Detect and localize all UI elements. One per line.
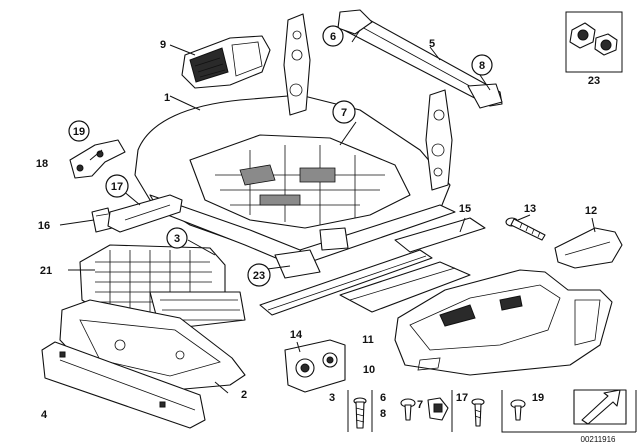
screw-17-icon xyxy=(471,398,485,427)
callout-9[interactable]: 9 xyxy=(160,39,166,51)
legend-numbers: 3 6 8 7 17 19 xyxy=(329,392,544,420)
motor-block-part[interactable] xyxy=(181,35,271,89)
callout-16[interactable]: 16 xyxy=(38,220,50,232)
side-trim-panel-part[interactable] xyxy=(394,269,613,376)
callout-13[interactable]: 13 xyxy=(524,203,536,215)
seat-rail-part[interactable] xyxy=(259,249,471,316)
callout-labels: 9 1 6 5 8 7 23 19 18 17 16 xyxy=(36,11,623,421)
callout-14[interactable]: 14 xyxy=(290,329,303,341)
end-cap-part[interactable] xyxy=(554,227,623,269)
document-id: 00211916 xyxy=(581,435,617,444)
callout-6: 6 xyxy=(330,31,336,43)
callout-7: 7 xyxy=(341,107,347,119)
callout-1[interactable]: 1 xyxy=(164,92,170,104)
callout-17-circle[interactable]: 17 xyxy=(105,174,129,198)
callout-2[interactable]: 2 xyxy=(241,389,247,401)
callout-21[interactable]: 21 xyxy=(40,265,52,277)
bracket-part[interactable] xyxy=(69,139,126,179)
callout-19: 19 xyxy=(73,126,85,138)
leader-lines xyxy=(59,29,596,394)
callout-10[interactable]: 10 xyxy=(363,364,375,376)
callout-23: 23 xyxy=(253,270,265,282)
callout-15[interactable]: 15 xyxy=(459,203,471,215)
bolt-part[interactable] xyxy=(505,217,546,241)
callout-23-top: 23 xyxy=(588,75,600,87)
nut-part[interactable] xyxy=(569,22,618,56)
screw-3-icon xyxy=(353,397,367,429)
screw-6-8-icon xyxy=(400,398,416,421)
callout-18[interactable]: 18 xyxy=(36,158,48,170)
callout-4[interactable]: 4 xyxy=(41,409,48,421)
legend-item-3[interactable]: 3 xyxy=(329,392,335,404)
callout-23-box[interactable]: 23 xyxy=(565,11,623,87)
callout-12[interactable]: 12 xyxy=(585,205,597,217)
clip-7-icon xyxy=(427,397,449,421)
front-trim-part[interactable] xyxy=(41,341,206,429)
callout-11[interactable]: 11 xyxy=(362,334,374,346)
callout-7-circle[interactable]: 7 xyxy=(332,100,356,124)
torsion-bar-part[interactable] xyxy=(337,9,503,109)
callout-3: 3 xyxy=(174,233,180,245)
callout-17: 17 xyxy=(111,181,123,193)
legend-item-17[interactable]: 17 xyxy=(456,392,468,404)
legend-item-7[interactable]: 7 xyxy=(417,399,423,411)
legend-item-6[interactable]: 6 xyxy=(380,392,386,404)
callout-23-circle[interactable]: 23 xyxy=(247,263,271,287)
long-rail-part[interactable] xyxy=(394,217,486,253)
seat-frame-part[interactable] xyxy=(134,13,456,279)
legend-item-19[interactable]: 19 xyxy=(532,392,544,404)
callout-5[interactable]: 5 xyxy=(429,38,435,50)
callout-3-circle[interactable]: 3 xyxy=(166,227,188,249)
callout-8: 8 xyxy=(479,60,485,72)
legend-item-8[interactable]: 8 xyxy=(380,408,386,420)
callout-6-circle[interactable]: 6 xyxy=(322,25,344,47)
fastener-legend xyxy=(347,389,637,433)
screw-19-icon xyxy=(510,399,526,421)
direction-arrow-icon xyxy=(573,389,627,425)
left-rail-part[interactable] xyxy=(107,194,183,233)
callout-8-circle[interactable]: 8 xyxy=(471,54,493,76)
callout-19-circle[interactable]: 19 xyxy=(68,120,90,142)
motor-bracket-part[interactable] xyxy=(284,339,346,393)
